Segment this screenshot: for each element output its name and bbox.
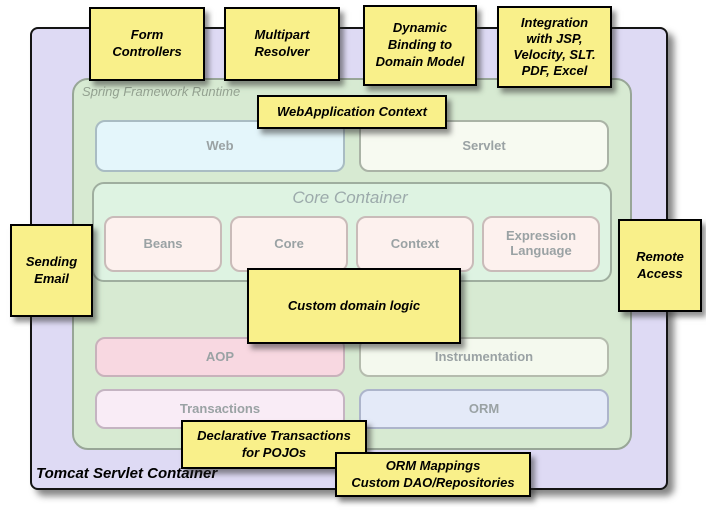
module-context: Context (356, 216, 474, 272)
note-dynamic-binding: Dynamic Binding to Domain Model (363, 5, 477, 86)
module-core: Core (230, 216, 348, 272)
module-web: Web (95, 120, 345, 172)
note-multipart-resolver: Multipart Resolver (224, 7, 340, 81)
module-beans: Beans (104, 216, 222, 272)
note-webapplication-context: WebApplication Context (257, 95, 447, 129)
note-remote-access: Remote Access (618, 219, 702, 312)
note-form-controllers: Form Controllers (89, 7, 205, 81)
core-container-title: Core Container (292, 188, 408, 207)
note-integration-views: Integration with JSP, Velocity, SLT. PDF… (497, 6, 612, 88)
spring-runtime-label: Spring Framework Runtime (82, 84, 241, 99)
module-expression-language: Expression Language (482, 216, 600, 272)
module-orm: ORM (359, 389, 609, 429)
tomcat-container-label: Tomcat Servlet Container (36, 465, 218, 482)
note-orm-mappings: ORM Mappings Custom DAO/Repositories (335, 452, 531, 497)
note-sending-email: Sending Email (10, 224, 93, 317)
note-custom-domain-logic: Custom domain logic (247, 268, 461, 344)
